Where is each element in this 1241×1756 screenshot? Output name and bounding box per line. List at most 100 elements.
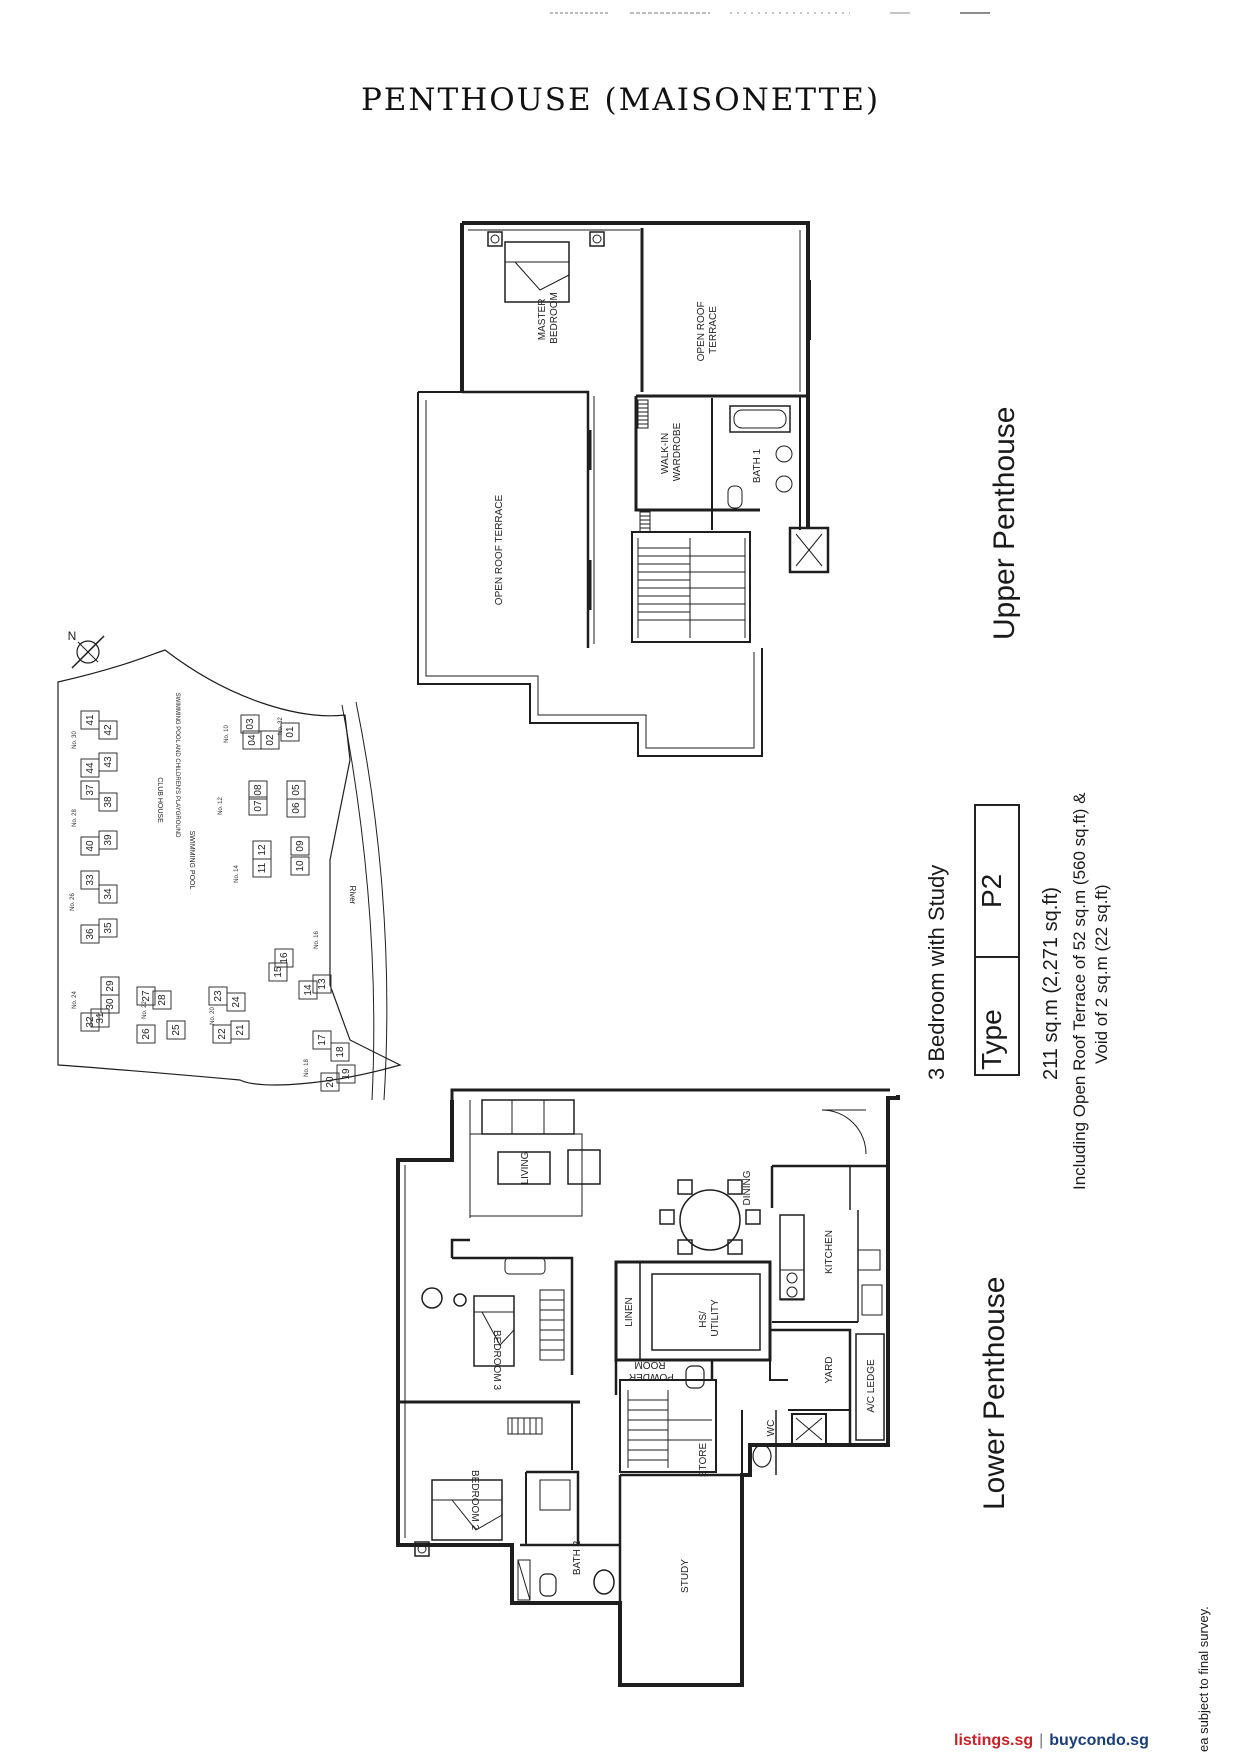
facility-swimming-pool: SWIMMING POOL xyxy=(188,831,195,890)
site-block-label: 26 xyxy=(141,1028,152,1040)
site-block-outline xyxy=(268,962,288,982)
scan-marks xyxy=(550,12,990,14)
site-block-outline xyxy=(252,840,272,860)
site-block-label: 37 xyxy=(85,784,96,796)
site-block-outline xyxy=(98,720,118,740)
site-block-outline xyxy=(274,948,294,968)
site-block-outline xyxy=(248,780,268,800)
site-block-outline xyxy=(80,758,100,778)
site-block-no: No. 30 xyxy=(72,731,78,749)
upper-penthouse-plan xyxy=(417,221,830,757)
site-blocks: 0102030405060708091011121314151617181920… xyxy=(70,710,356,1092)
room-dining: DINING xyxy=(742,1170,753,1205)
site-block-label: 24 xyxy=(231,996,242,1008)
site-block-label: 20 xyxy=(325,1076,336,1088)
site-block-outline xyxy=(98,792,118,812)
site-block-label: 43 xyxy=(103,756,114,768)
site-block-label: 05 xyxy=(291,784,302,796)
page-title: PENTHOUSE (MAISONETTE) xyxy=(360,82,881,118)
site-block-label: 16 xyxy=(279,952,290,964)
site-block-label: 29 xyxy=(105,980,116,992)
site-block-outline xyxy=(312,1030,332,1050)
site-block-outline xyxy=(80,924,100,944)
facility-pool-playground: SWIMMING POOL AND CHILDREN'S PLAYGROUND xyxy=(174,693,180,838)
site-block-label: 23 xyxy=(213,990,224,1002)
room-master-bedroom: MASTER BEDROOM xyxy=(537,292,560,344)
site-block-outline xyxy=(298,980,318,1000)
site-block-outline xyxy=(330,1042,350,1062)
site-block-label: 27 xyxy=(141,990,152,1002)
room-living: LIVING xyxy=(520,1151,531,1184)
site-block-outline xyxy=(320,1072,340,1092)
site-block-outline xyxy=(136,986,156,1006)
room-powder-room: POWDER ROOM xyxy=(626,1359,674,1382)
site-block-outline xyxy=(166,1020,186,1040)
unit-description: 3 Bedroom with Study xyxy=(924,864,949,1080)
site-block-no: No. 14 xyxy=(234,865,240,883)
site-block-label: 09 xyxy=(295,840,306,852)
unit-including-line1: Including Open Roof Terrace of 52 sq.m (… xyxy=(1070,792,1089,1190)
type-box-divider xyxy=(976,956,1018,958)
room-linen: LINEN xyxy=(624,1297,635,1326)
site-block-label: 13 xyxy=(317,978,328,990)
room-bath-1: BATH 1 xyxy=(752,448,763,483)
unit-including-line2: Void of 2 sq.m (22 sq.ft) xyxy=(1092,884,1111,1064)
site-block-outline xyxy=(98,884,118,904)
site-labels: N CLUB HOUSE SWIMMING POOL SWIMMING POOL… xyxy=(68,629,357,905)
room-yard: YARD xyxy=(824,1356,835,1383)
site-block-label: 32 xyxy=(85,1016,96,1028)
type-value: P2 xyxy=(976,873,1007,908)
site-block-no: No. 28 xyxy=(72,809,78,827)
river-label: River xyxy=(348,886,357,905)
site-block-label: 28 xyxy=(157,994,168,1006)
site-block-label: 36 xyxy=(85,928,96,940)
footer-link-buycondo[interactable]: buycondo.sg xyxy=(1049,1732,1149,1749)
site-block-outline xyxy=(90,1008,110,1028)
facility-club-house: CLUB HOUSE xyxy=(156,777,163,823)
site-block-label: 41 xyxy=(85,714,96,726)
site-block-outline xyxy=(290,856,310,876)
site-block-label: 07 xyxy=(253,800,264,812)
site-block-outline xyxy=(80,780,100,800)
room-kitchen: KITCHEN xyxy=(824,1230,835,1274)
unit-area: 211 sq.m (2,271 sq.ft) xyxy=(1040,886,1062,1080)
room-bath-2: BATH 2 xyxy=(572,1540,583,1575)
site-block-label: 10 xyxy=(295,860,306,872)
site-block-no: No. 10 xyxy=(224,725,230,743)
footer-separator: | xyxy=(1039,1732,1044,1749)
room-wc: WC xyxy=(766,1420,777,1437)
room-open-roof-terrace-large: OPEN ROOF TERRACE xyxy=(494,494,505,605)
room-hs-utility: HS/ UTILITY xyxy=(698,1299,721,1337)
site-block-outline xyxy=(312,974,332,994)
upper-penthouse-heading: Upper Penthouse xyxy=(988,406,1021,641)
site-block-label: 30 xyxy=(105,998,116,1010)
site-block-label: 40 xyxy=(85,840,96,852)
site-block-outline xyxy=(80,1012,100,1032)
site-block-label: 25 xyxy=(171,1024,182,1036)
lower-penthouse-heading: Lower Penthouse xyxy=(978,1276,1011,1511)
site-block-no: No. 12 xyxy=(218,797,224,815)
site-block-label: 39 xyxy=(103,834,114,846)
site-block-outline xyxy=(212,1024,232,1044)
site-block-no: No. 16 xyxy=(314,931,320,949)
site-block-outline xyxy=(80,836,100,856)
site-block-outline xyxy=(226,992,246,1012)
site-block-no: No. 26 xyxy=(70,893,76,911)
site-block-label: 14 xyxy=(303,984,314,996)
site-block-outline xyxy=(286,798,306,818)
site-block-label: 03 xyxy=(245,718,256,730)
site-block-label: 44 xyxy=(85,762,96,774)
footer-link-listings[interactable]: listings.sg xyxy=(954,1732,1034,1749)
site-block-label: 19 xyxy=(341,1068,352,1080)
site-block-label: 33 xyxy=(85,874,96,886)
site-block-label: 04 xyxy=(247,734,258,746)
site-block-no: No. 18 xyxy=(304,1059,310,1077)
site-block-outline xyxy=(80,870,100,890)
room-study: STUDY xyxy=(680,1559,691,1593)
site-block-label: 38 xyxy=(103,796,114,808)
site-block-label: 21 xyxy=(235,1024,246,1036)
site-block-outline xyxy=(248,796,268,816)
site-block-outline xyxy=(336,1064,356,1084)
site-block-outline xyxy=(280,722,300,742)
site-block-no: No. 20 xyxy=(210,1007,216,1025)
